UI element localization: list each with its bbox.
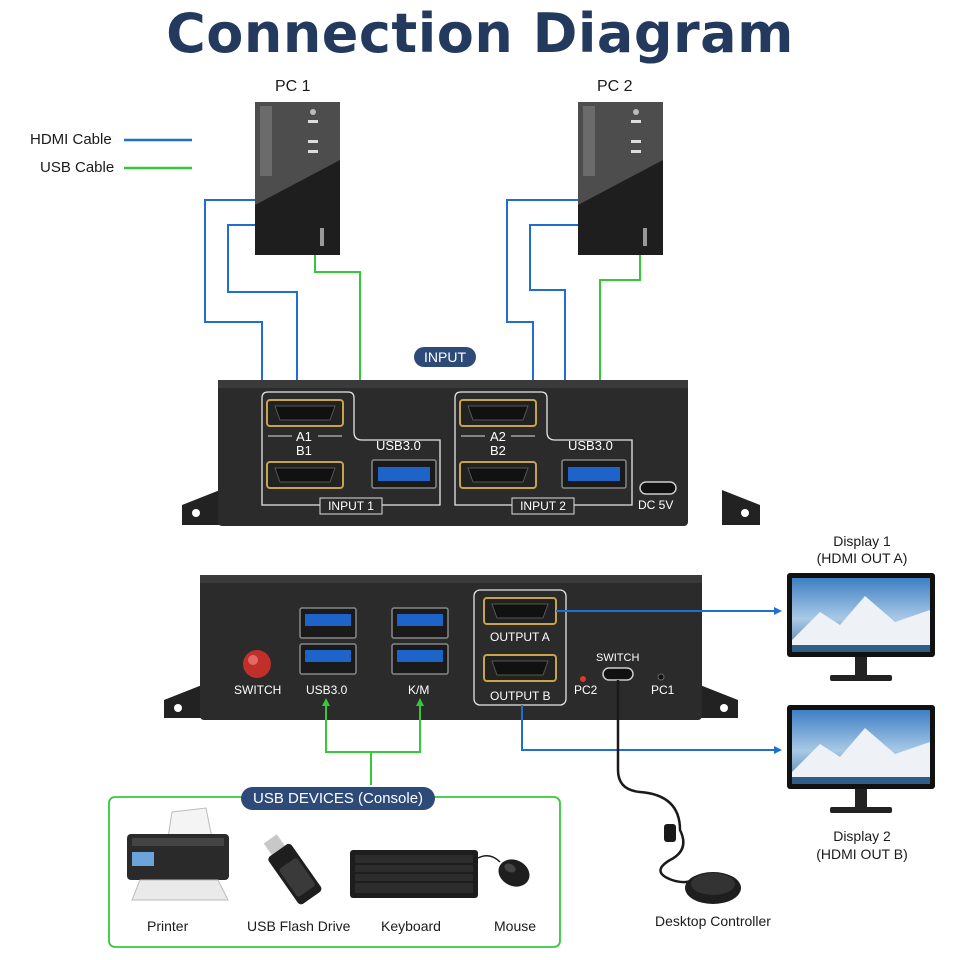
kvm-output-panel [164,575,738,720]
printer-label: Printer [147,918,189,934]
mouse-icon [498,859,530,887]
port-a1-label: A1 [296,429,312,444]
pc2-tower-icon [578,102,663,255]
port-a2-label: A2 [490,429,506,444]
pc2-label: PC 2 [597,78,633,95]
output-a-label: OUTPUT A [490,630,550,644]
pc1-led-icon [657,673,665,681]
usb-port-input1-icon [371,459,437,489]
hdmi-port-a1-icon [266,399,344,427]
keyboard-icon [350,850,478,898]
legend-hdmi-label: HDMI Cable [30,131,112,148]
display2-sub: (HDMI OUT B) [816,846,908,862]
switch-port-icon [602,667,634,681]
hdmi-output-b-icon [483,654,557,682]
km-label: K/M [408,683,430,697]
usb-devices-to-usb30 [322,698,372,785]
display1-sub: (HDMI OUT A) [816,550,908,566]
usb-devices-header: USB DEVICES (Console) [241,787,436,810]
display1-monitor-icon [787,573,935,681]
usb-flash-drive-label: USB Flash Drive [247,918,351,934]
pc2-led-label: PC2 [574,683,598,697]
hdmi-port-b2-icon [459,461,537,489]
input1-label: INPUT 1 [328,499,374,513]
port-b2-label: B2 [490,443,506,458]
pc2-hdmi-cable-a [506,199,578,398]
display2-monitor-icon [787,705,935,813]
usb30-ports-icon [299,607,357,675]
hdmi-port-b1-icon [266,461,344,489]
input-panel-header: INPUT [414,347,476,367]
pc1-label: PC 1 [275,78,311,95]
hdmi-port-a2-icon [459,399,537,427]
keyboard-label: Keyboard [381,918,441,934]
pc1-led-label: PC1 [651,683,675,697]
legend-usb-label: USB Cable [40,159,115,176]
pc2-led-icon [580,676,586,682]
usb-devices-to-km [371,698,424,753]
pc1-usb-cable [314,255,364,440]
display2-name: Display 2 [833,828,891,844]
display1-name: Display 1 [833,533,891,549]
controller-cable [616,680,701,884]
usb-port-input2-icon [561,459,627,489]
km-ports-icon [391,607,449,675]
output-b-label: OUTPUT B [490,689,551,703]
usb-input2-label: USB3.0 [568,438,613,453]
mouse-label: Mouse [494,918,537,934]
kvm-input-panel [182,380,760,526]
pc2-usb-cable [596,255,641,427]
pc2-hdmi-cable-b [529,224,578,427]
switch-port-label: SWITCH [596,652,640,664]
usb-flash-drive-icon [263,834,322,905]
pc1-tower-icon [255,102,340,255]
printer-icon [127,807,229,901]
input2-label: INPUT 2 [520,499,566,513]
usb30-label: USB3.0 [306,683,348,697]
port-b1-label: B1 [296,443,312,458]
switch-label: SWITCH [234,683,282,697]
desktop-controller-label: Desktop Controller [655,913,771,929]
pc1-hdmi-cable-b [227,224,301,398]
dc-label: DC 5V [638,498,674,512]
switch-button-icon [243,650,271,678]
page-title: Connection Diagram [166,2,794,65]
output-b-cable [521,705,782,754]
dc-port-icon [639,481,677,495]
pc1-hdmi-cable-a [204,199,266,398]
hdmi-output-a-icon [483,597,557,625]
desktop-controller-icon [664,824,741,904]
usb-input1-label: USB3.0 [376,438,421,453]
